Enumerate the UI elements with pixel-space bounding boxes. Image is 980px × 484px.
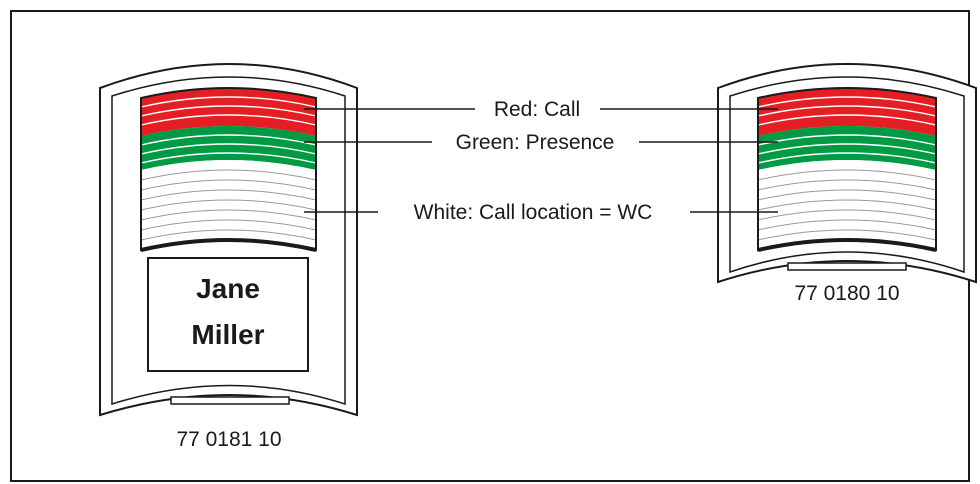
green-presence-label: Green: Presence: [456, 131, 615, 154]
left-red-band-line: [140, 105, 317, 117]
left-green-band-line: [140, 143, 317, 155]
left-name-plate: [147, 257, 309, 372]
left-white-band-line: [140, 169, 317, 181]
right-white-band-line: [757, 219, 937, 231]
left-device-number: 77 0181 10: [176, 428, 281, 451]
left-lamp-lens: [140, 87, 317, 252]
right-white-band-line: [757, 169, 937, 181]
right-green-band-line: [757, 152, 937, 164]
left-name-line2: Miller: [191, 319, 264, 350]
right-green-band-line: [757, 143, 937, 155]
left-name-line1: Jane: [196, 273, 260, 304]
right-white-band-line: [757, 209, 937, 221]
right-white-band-line: [757, 199, 937, 211]
left-white-band-line: [140, 179, 317, 191]
right-red-band-line: [757, 105, 937, 117]
right-device-number: 77 0180 10: [794, 282, 899, 305]
right-red-band-line: [757, 96, 937, 108]
left-lamp-housing-inner: [111, 76, 346, 406]
right-white-band-line: [757, 189, 937, 201]
left-white-band-line: [140, 199, 317, 211]
left-mount-tab: [170, 396, 290, 405]
right-lens-bottom-rim: [757, 238, 937, 252]
right-signal-lamp: 77 0180 10: [717, 63, 977, 305]
left-white-band-line: [140, 219, 317, 231]
white-call-location-label: White: Call location = WC: [414, 201, 653, 224]
right-green-band-line: [757, 134, 937, 146]
right-red-band-line: [757, 114, 937, 126]
left-white-band-line: [140, 229, 317, 241]
red-call-label: Red: Call: [494, 98, 580, 121]
left-red-band-line: [140, 96, 317, 108]
right-white-band-line: [757, 179, 937, 191]
right-lamp-housing-inner: [729, 76, 965, 274]
left-green-band-line: [140, 134, 317, 146]
left-lens-bottom-rim: [140, 238, 317, 252]
right-white-band-line: [757, 229, 937, 241]
right-lamp-lens: [757, 87, 937, 252]
right-mount-tab: [787, 262, 907, 271]
left-green-band-line: [140, 152, 317, 164]
left-signal-lamp: Jane Miller 77 0181 10: [99, 63, 358, 451]
callout-lines: [304, 108, 778, 213]
left-white-band-line: [140, 209, 317, 221]
left-red-band-line: [140, 114, 317, 126]
left-white-band-line: [140, 189, 317, 201]
